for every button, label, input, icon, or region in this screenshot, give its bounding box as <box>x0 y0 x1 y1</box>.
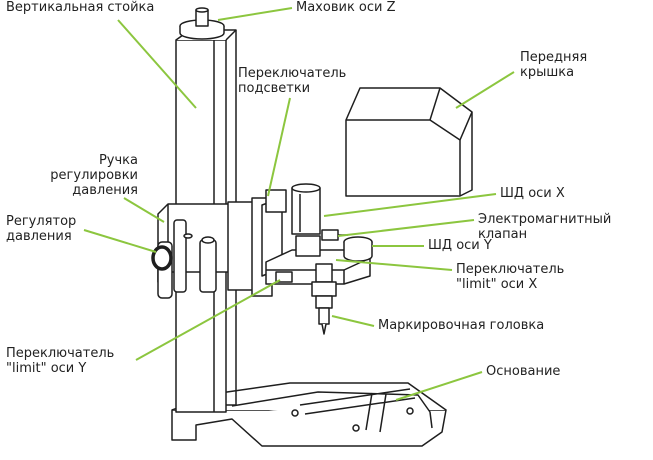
label-y-stepper: ШД оси Y <box>428 238 492 253</box>
label-pressure-regulator: Регулятор давления <box>6 214 77 244</box>
marking-head-shape <box>311 263 337 335</box>
y-stepper-shape <box>343 236 373 262</box>
label-front-cover: Передняя крышка <box>520 50 588 80</box>
carriage-block <box>151 197 273 299</box>
leader-solenoid-valve <box>337 219 475 237</box>
leader-lines <box>83 7 515 401</box>
label-vertical-post: Вертикальная стойка <box>6 0 155 15</box>
leader-marking-head <box>331 315 375 327</box>
x-stepper-shape <box>291 183 321 235</box>
label-base: Основание <box>486 364 561 379</box>
machine-base <box>171 382 447 447</box>
leader-y-limit-switch <box>135 279 281 361</box>
label-solenoid-valve: Электромагнитный клапан <box>478 212 612 242</box>
label-x-stepper: ШД оси X <box>500 186 565 201</box>
leader-vertical-post <box>117 19 197 109</box>
leader-light-switch <box>267 97 291 197</box>
leader-front-cover <box>455 71 515 109</box>
z-handwheel-shape <box>179 7 225 40</box>
label-light-switch: Переключатель подсветки <box>238 66 347 96</box>
label-z-handwheel: Маховик оси Z <box>296 0 396 15</box>
leader-pressure-knob <box>123 197 165 223</box>
leader-pressure-regulator <box>83 229 157 253</box>
leader-x-stepper <box>323 193 497 217</box>
leader-base <box>395 371 483 401</box>
leader-z-handwheel <box>217 7 293 21</box>
leader-x-limit-switch <box>335 259 453 271</box>
label-pressure-knob: Ручка регулировки давления <box>50 153 138 198</box>
label-x-limit-switch: Переключатель "limit" оси X <box>456 262 565 292</box>
label-marking-head: Маркировочная головка <box>378 318 545 333</box>
label-y-limit-switch: Переключатель "limit" оси Y <box>6 346 115 376</box>
front-cover-shape <box>345 87 473 197</box>
